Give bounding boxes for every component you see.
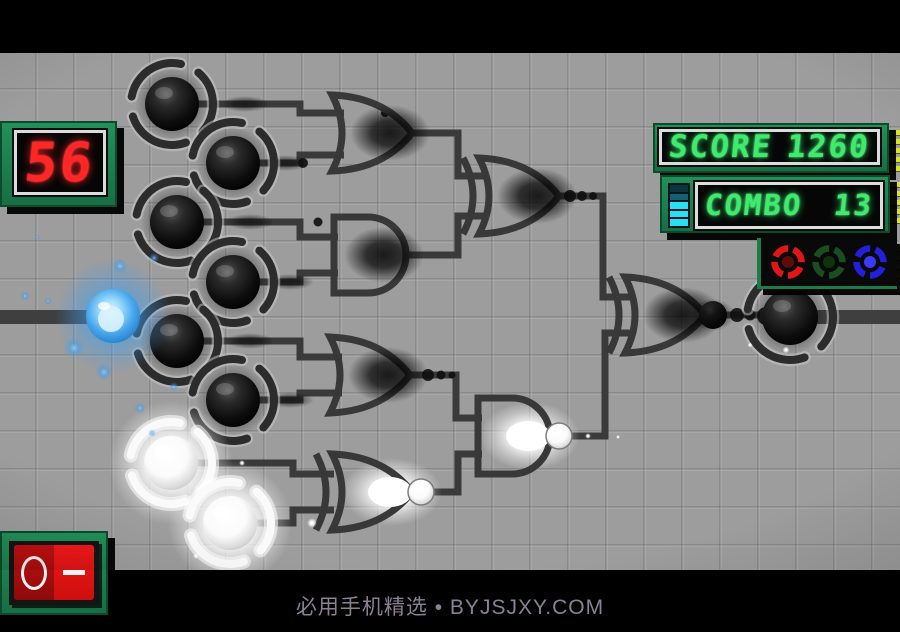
pcb-pin — [889, 157, 900, 162]
white-sparkle — [307, 518, 317, 528]
switch-bezel — [9, 541, 99, 605]
wire-fade — [226, 333, 274, 349]
gate-and-1 — [330, 213, 424, 297]
white-sparkle — [193, 553, 199, 559]
circuit-canvas — [0, 53, 900, 570]
blue-particle — [112, 258, 128, 274]
blue-particle — [44, 297, 52, 305]
signal-pulse — [436, 370, 446, 380]
gate-xor-1 — [459, 154, 577, 238]
blue-particle — [149, 253, 159, 263]
switch-board — [0, 531, 108, 615]
combo-meter — [668, 183, 690, 228]
signal-pulse — [313, 217, 323, 227]
input-node-1[interactable] — [114, 53, 230, 162]
combo-screen: COMBO 13 — [693, 180, 885, 231]
pcb-pin — [890, 218, 900, 223]
input-node-8[interactable] — [168, 461, 292, 570]
gate-or-1 — [326, 91, 430, 175]
timer-board: 56 — [0, 121, 117, 207]
blue-particle — [134, 402, 146, 414]
combo-board: COMBO 13 — [660, 175, 890, 233]
watermark-text: 必用手机精选 • BYJSJXY.COM — [295, 596, 605, 619]
blue-particle — [63, 337, 85, 359]
gate-and-2 — [474, 394, 580, 478]
pcb-pin — [889, 166, 900, 171]
score-value: 1260 — [785, 128, 872, 165]
switch-on-side[interactable] — [54, 545, 94, 600]
combo-meter-segment — [670, 202, 688, 209]
blue-particle — [169, 382, 179, 392]
combo-label: COMBO — [703, 188, 805, 222]
switch-off-side[interactable] — [14, 545, 54, 600]
switch-on-symbol — [63, 570, 85, 575]
white-sparkle — [782, 346, 790, 354]
indicator-panel — [757, 238, 897, 289]
gate-xor-2 — [312, 450, 442, 534]
blue-channel-light — [853, 245, 887, 279]
game-viewport: 56 SCORE 1260 COMBO 13 — [0, 53, 900, 615]
white-sparkle — [160, 445, 166, 451]
blue-particle — [34, 234, 40, 240]
white-sparkle — [616, 435, 620, 439]
wire-fade — [221, 96, 269, 112]
green-channel-light — [812, 245, 846, 279]
wire-fade — [226, 214, 274, 230]
gate-xor-3 — [605, 273, 735, 357]
combo-meter-segment — [670, 219, 688, 226]
channel-lights — [771, 245, 887, 279]
gate-or-2 — [324, 333, 428, 417]
power-switch[interactable] — [14, 545, 94, 600]
white-sparkle — [747, 342, 753, 348]
pcb-pin — [889, 148, 900, 153]
signal-pulse — [298, 158, 308, 168]
switch-off-symbol — [21, 555, 47, 590]
blue-particle — [20, 291, 30, 301]
score-board: SCORE 1260 — [653, 123, 889, 173]
letterbox-top — [0, 0, 900, 53]
timer-value: 56 — [22, 130, 98, 194]
signal-pulse — [577, 191, 587, 201]
pcb-pin — [890, 191, 900, 196]
combo-value: 13 — [832, 188, 875, 222]
combo-meter-segment — [670, 185, 688, 192]
pcb-pin — [889, 139, 900, 144]
score-label: SCORE — [667, 128, 775, 165]
blue-particle — [148, 429, 156, 437]
input-node-6[interactable] — [175, 342, 291, 458]
letterbox-bottom: 必用手机精选 • BYJSJXY.COM — [0, 570, 900, 632]
combo-meter-segment — [670, 210, 688, 218]
input-node-3[interactable] — [119, 164, 235, 280]
pcb-pin — [890, 182, 900, 187]
circuit-wire — [566, 329, 633, 440]
pcb-pin — [890, 209, 900, 214]
red-channel-light — [771, 245, 805, 279]
pcb-pin — [889, 130, 900, 135]
white-sparkle — [239, 460, 245, 466]
blue-particle — [95, 363, 113, 381]
white-sparkle — [585, 433, 591, 439]
timer-screen: 56 — [12, 128, 108, 197]
score-screen: SCORE 1260 — [657, 127, 882, 167]
pcb-pin — [890, 200, 900, 205]
signal-pulse — [589, 192, 597, 200]
circuit-wire — [428, 450, 482, 496]
combo-meter-segment — [670, 193, 688, 201]
signal-pulse — [448, 371, 456, 379]
